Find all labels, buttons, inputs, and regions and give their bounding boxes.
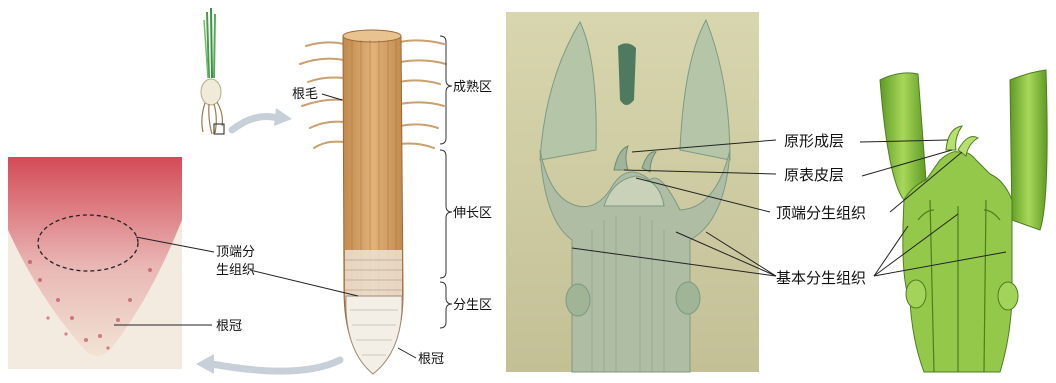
protoderm-primordium-label: 原形成层 bbox=[784, 132, 844, 150]
meristem-zone-label: 分生区 bbox=[453, 298, 492, 313]
apical-meristem-label-1: 顶端分 bbox=[216, 245, 255, 260]
ground-meristem-label: 基本分生组织 bbox=[776, 269, 866, 287]
plant-seedling-icon bbox=[201, 8, 224, 134]
apical-meristem-label: 顶端分生组织 bbox=[776, 204, 866, 222]
apical-meristem-label-2: 生组织 bbox=[216, 263, 255, 278]
root-micrograph bbox=[8, 157, 182, 369]
elongation-zone-label: 伸长区 bbox=[453, 206, 492, 221]
curved-arrow-icon bbox=[232, 117, 278, 131]
shoot-tip-drawing bbox=[880, 70, 1047, 372]
root-tip-drawing bbox=[300, 30, 446, 374]
root-hair-label: 根毛 bbox=[292, 87, 318, 102]
shoot-tip-micrograph bbox=[506, 12, 759, 372]
maturation-zone-label: 成熟区 bbox=[453, 79, 492, 95]
protoderm-label: 原表皮层 bbox=[784, 166, 844, 184]
micrograph-root-cap-label: 根冠 bbox=[216, 319, 242, 334]
root-cap-label: 根冠 bbox=[418, 352, 444, 367]
zone-brackets bbox=[440, 36, 452, 328]
